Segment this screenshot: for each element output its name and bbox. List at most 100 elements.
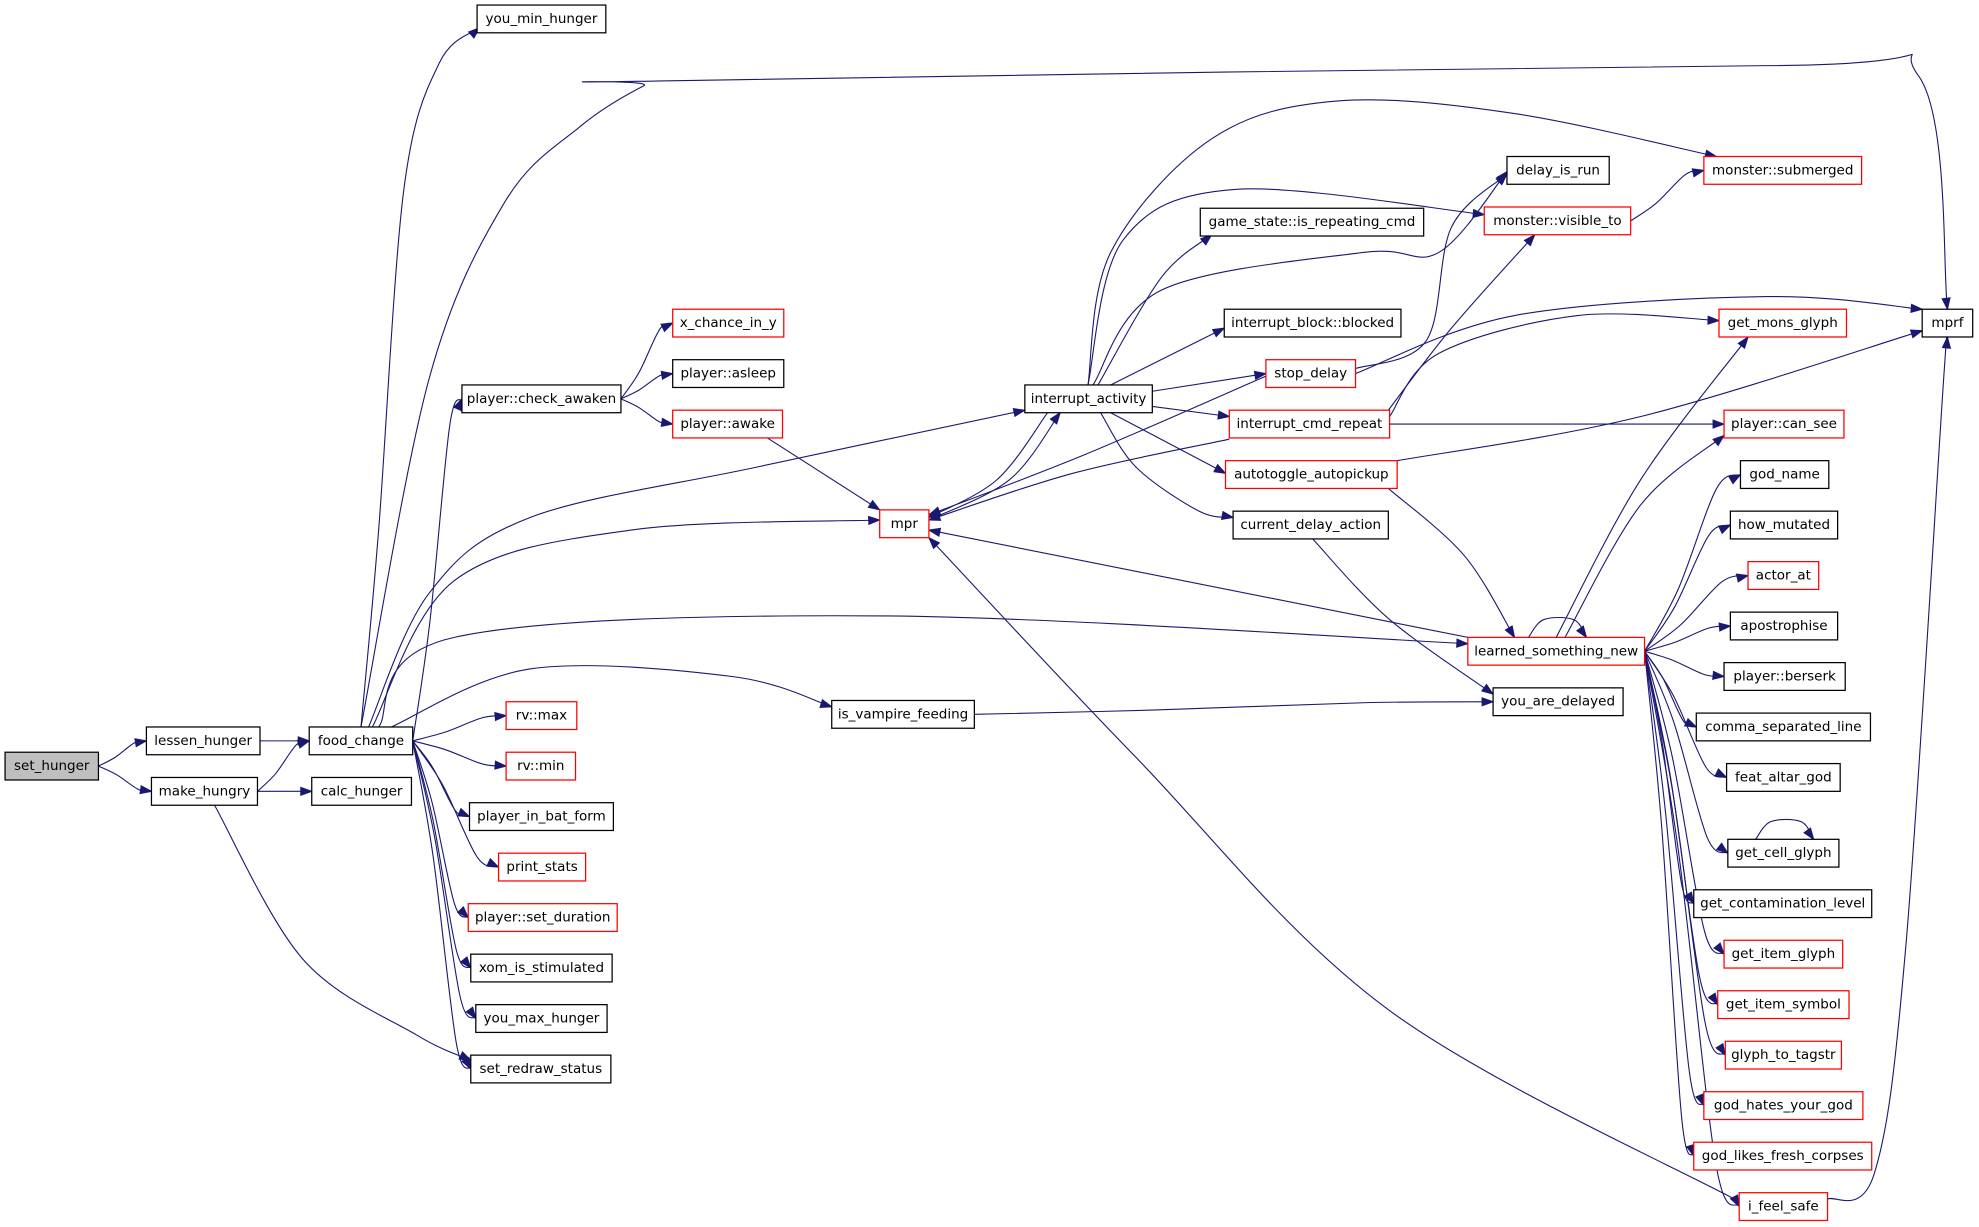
node-you-max-hunger[interactable]: you_max_hunger [475,1004,608,1034]
edge-make-hungry-to-food-change [257,739,311,792]
node-player-asleep[interactable]: player::asleep [672,359,785,389]
node-i-feel-safe[interactable]: i_feel_safe [1738,1192,1829,1222]
edge-food-change-to-you-max-hunger-line [412,740,477,1019]
node-get-contamination-level[interactable]: get_contamination_level [1693,889,1873,919]
node-set-hunger[interactable]: set_hunger [4,751,100,781]
edge-interrupt-activity-to-interrupt-block-blocked-line [1110,327,1225,386]
node-get-cell-glyph[interactable]: get_cell_glyph [1727,838,1840,868]
node-get-item-glyph[interactable]: get_item_glyph [1723,939,1844,969]
edge-get-cell-glyph-to-get-cell-glyph [1755,818,1815,841]
node-xom-is-stimulated[interactable]: xom_is_stimulated [470,953,613,983]
node-learned-something-new[interactable]: learned_something_new [1467,636,1646,666]
edge-interrupt-activity-to-interrupt-block-blocked [1110,327,1226,386]
node-current-delay-action[interactable]: current_delay_action [1232,510,1389,540]
node-box [308,726,414,756]
node-label: comma_separated_line [1705,719,1861,735]
edge-make-hungry-to-food-change-arrowhead [296,739,311,749]
node-box [1024,384,1153,414]
node-get-mons-glyph[interactable]: get_mons_glyph [1718,308,1848,338]
edge-player-check-awaken-to-x-chance-in-y-arrowhead [660,322,675,333]
node-make-hungry[interactable]: make_hungry [150,776,259,806]
edge-learned-something-new-to-god-name-line [1644,474,1741,652]
node-interrupt-block-blocked[interactable]: interrupt_block::blocked [1223,308,1402,338]
node-player-awake[interactable]: player::awake [672,409,784,439]
edge-food-change-to-set-redraw-status-line [412,740,472,1070]
node-player-can-see[interactable]: player::can_see [1723,409,1845,439]
edge-food-change-to-mpr-arrowhead [868,515,882,526]
node-is-vampire-feeding[interactable]: is_vampire_feeding [831,699,975,729]
edge-autotoggle-autopickup-to-mprf [1397,329,1924,462]
edge-get-cell-glyph-to-get-cell-glyph-line [1755,818,1815,840]
node-you-min-hunger[interactable]: you_min_hunger [476,4,607,34]
node-mprf[interactable]: mprf [1921,308,1974,338]
edge-food-change-to-you-max-hunger [412,740,477,1020]
node-box [1723,661,1846,692]
node-label: how_mutated [1738,517,1830,533]
node-label: get_item_glyph [1732,946,1836,962]
node-autotoggle-autopickup[interactable]: autotoggle_autopickup [1224,460,1398,490]
node-food-change[interactable]: food_change [308,726,414,756]
node-how-mutated[interactable]: how_mutated [1729,510,1839,540]
node-print-stats[interactable]: print_stats [497,852,587,882]
node-player-in-bat-form[interactable]: player_in_bat_form [468,802,615,832]
node-glyph-to-tagstr[interactable]: glyph_to_tagstr [1724,1040,1843,1070]
node-god-likes-fresh-corpses[interactable]: god_likes_fresh_corpses [1693,1141,1873,1171]
edge-is-vampire-feeding-to-you-are-delayed [974,697,1495,715]
node-calc-hunger[interactable]: calc_hunger [311,776,413,806]
edge-mpr-to-interrupt-activity-arrowhead [1049,411,1062,425]
node-delay-is-run[interactable]: delay_is_run [1506,155,1610,185]
node-box [467,903,618,933]
node-box [1695,712,1872,742]
node-label: player::berserk [1733,668,1836,684]
edge-learned-something-new-to-get-mons-glyph-line [1555,336,1749,638]
node-player-check-awaken[interactable]: player::check_awaken [461,384,622,414]
node-label: autotoggle_autopickup [1234,467,1389,483]
node-rv-min[interactable]: rv::min [505,751,577,781]
node-label: glyph_to_tagstr [1731,1047,1836,1063]
node-box [1483,206,1632,236]
node-god-hates-your-god[interactable]: god_hates_your_god [1703,1091,1864,1121]
node-actor-at[interactable]: actor_at [1747,561,1820,591]
edge-autotoggle-autopickup-to-mprf-arrowhead [1909,329,1924,339]
node-box [505,751,577,781]
node-set-redraw-status[interactable]: set_redraw_status [470,1054,612,1084]
node-box [1228,409,1391,439]
node-player-berserk[interactable]: player::berserk [1723,661,1846,692]
node-feat-altar-god[interactable]: feat_altar_god [1725,762,1841,792]
edge-interrupt-activity-to-stop-delay-line [1152,373,1266,392]
node-label: rv::max [516,708,567,724]
node-label: god_name [1749,467,1819,483]
edge-interrupt-activity-to-current-delay-action-arrowhead [1220,510,1235,521]
edge-interrupt-activity-to-monster-submerged-line [1087,99,1717,386]
edge-interrupt-activity-to-game-state-is-repeating-cmd-line [1097,234,1212,386]
edge-get-cell-glyph-to-get-cell-glyph-arrowhead [1803,827,1815,841]
node-box [468,802,615,832]
node-box [1693,889,1873,919]
node-monster-submerged[interactable]: monster::submerged [1703,155,1863,185]
node-stop-delay[interactable]: stop_delay [1265,359,1357,389]
node-get-item-symbol[interactable]: get_item_symbol [1717,990,1850,1020]
node-label: get_contamination_level [1700,896,1865,912]
node-interrupt-activity[interactable]: interrupt_activity [1024,384,1153,414]
edge-learned-something-new-to-player-berserk-arrowhead [1712,670,1726,681]
edge-player-awake-to-mpr [767,437,881,511]
node-comma-separated-line[interactable]: comma_separated_line [1695,712,1872,742]
node-lessen-hunger[interactable]: lessen_hunger [145,726,261,756]
edge-current-delay-action-to-you-are-delayed [1312,538,1495,696]
node-mpr[interactable]: mpr [879,509,930,539]
node-god-name[interactable]: god_name [1739,460,1830,490]
edge-interrupt-cmd-repeat-to-get-mons-glyph-line [1389,313,1720,417]
node-you-are-delayed[interactable]: you_are_delayed [1492,687,1624,717]
node-label: you_max_hunger [484,1011,600,1027]
node-rv-max[interactable]: rv::max [505,701,578,731]
node-game-state-is-repeating-cmd[interactable]: game_state::is_repeating_cmd [1199,207,1425,237]
node-box [311,776,413,806]
node-apostrophise[interactable]: apostrophise [1729,611,1839,641]
node-interrupt-cmd-repeat[interactable]: interrupt_cmd_repeat [1228,409,1391,439]
node-player-set-duration[interactable]: player::set_duration [467,903,618,933]
node-monster-visible-to[interactable]: monster::visible_to [1483,206,1632,236]
edge-learned-something-new-to-glyph-to-tagstr [1644,651,1727,1057]
node-label: stop_delay [1274,366,1347,382]
node-x-chance-in-y[interactable]: x_chance_in_y [672,308,785,338]
edge-food-change-to-xom-is-stimulated-line [412,740,472,969]
